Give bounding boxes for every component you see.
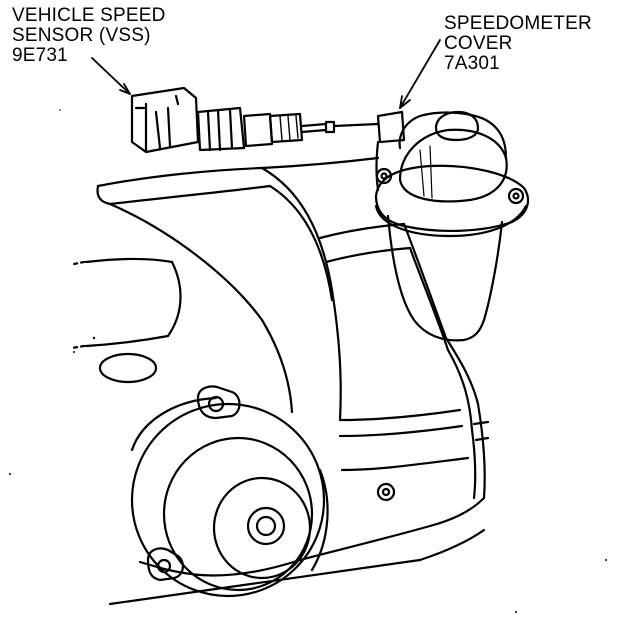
converter-end	[130, 385, 329, 598]
speedometer-cover-callout-line1: SPEEDOMETER	[444, 13, 592, 34]
speedometer-cover-callout-part-number: 7A301	[444, 53, 500, 74]
vss-leader-line	[91, 57, 131, 95]
vehicle-speed-sensor	[130, 86, 380, 154]
vss-callout-line1: VEHICLE SPEED	[12, 5, 166, 26]
speedometer-cover-callout-line2: COVER	[444, 33, 513, 54]
speedometer-cover	[374, 110, 530, 342]
vss-callout: VEHICLE SPEED SENSOR (VSS) 9E731	[12, 6, 166, 66]
vss-callout-line2: SENSOR (VSS)	[12, 25, 151, 46]
speedometer-cover-leader-line	[399, 39, 441, 109]
speedometer-cover-callout: SPEEDOMETER COVER 7A301	[444, 14, 592, 74]
scan-speckles	[9, 109, 607, 613]
vss-callout-part-number: 9E731	[12, 45, 68, 66]
transmission-housing	[70, 156, 490, 606]
